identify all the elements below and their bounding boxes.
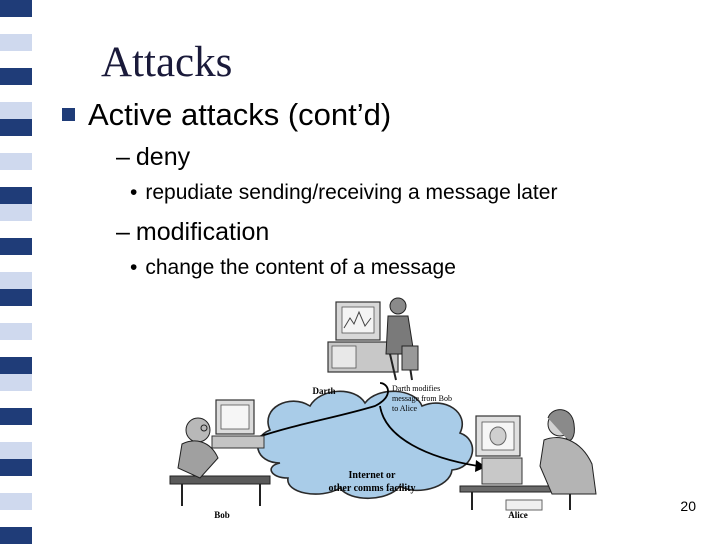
strip-block [0, 17, 32, 34]
strip-block [0, 0, 32, 17]
strip-block [0, 102, 32, 119]
strip-block [0, 153, 32, 170]
strip-block [0, 374, 32, 391]
item-modification-label: modification [135, 218, 270, 246]
strip-block [0, 85, 32, 102]
bob-label: Bob [214, 510, 230, 520]
slide-title: Attacks [101, 39, 233, 86]
strip-block [0, 408, 32, 425]
darth-note-line-1: Darth modifies [392, 384, 440, 393]
strip-block [0, 323, 32, 340]
strip-block [0, 255, 32, 272]
bullet-square-icon [62, 108, 75, 121]
strip-block [0, 289, 32, 306]
darth-figure-icon [327, 297, 419, 381]
item-deny-label: deny [135, 143, 191, 171]
strip-block [0, 136, 32, 153]
strip-block [0, 442, 32, 459]
strip-block [0, 391, 32, 408]
strip-block [0, 119, 32, 136]
bullet-dot-icon: • [130, 256, 138, 279]
internet-cloud-icon [256, 390, 474, 499]
strip-block [0, 340, 32, 357]
bullet-active-attacks: Active attacks (cont’d) [88, 97, 392, 132]
strip-block [0, 357, 32, 374]
strip-block [0, 170, 32, 187]
page-number: 20 [680, 498, 696, 514]
arrowhead-icon [475, 460, 486, 472]
alice-label: Alice [508, 510, 528, 520]
strip-block [0, 187, 32, 204]
strip-block [0, 238, 32, 255]
strip-block [0, 476, 32, 493]
dash-icon: – [116, 218, 130, 246]
bob-figure-icon [169, 399, 271, 506]
attack-illustration: Darth Darth modifies message from Bob to… [169, 297, 597, 520]
sub-item-modification-text: change the content of a message [145, 256, 456, 279]
cloud-label-line-2: other comms facility [328, 483, 415, 494]
item-modification: –modification [116, 218, 269, 247]
item-deny: –deny [116, 143, 190, 172]
dash-icon: – [116, 143, 130, 171]
bullet-dot-icon: • [130, 181, 138, 204]
darth-label: Darth [313, 386, 336, 396]
sub-item-modification: • change the content of a message [130, 256, 456, 280]
strip-block [0, 510, 32, 527]
strip-block [0, 51, 32, 68]
strip-block [0, 527, 32, 544]
alice-figure-icon [459, 409, 597, 511]
strip-block [0, 204, 32, 221]
darth-note-line-2: message from Bob [392, 394, 452, 403]
strip-block [0, 459, 32, 476]
strip-block [0, 221, 32, 238]
decorative-strip [0, 0, 32, 544]
bob-to-darth-arrow-icon [254, 382, 389, 439]
strip-block [0, 306, 32, 323]
strip-block [0, 68, 32, 85]
strip-block [0, 272, 32, 289]
sub-item-deny: • repudiate sending/receiving a message l… [130, 181, 557, 205]
sub-item-deny-text: repudiate sending/receiving a message la… [145, 181, 558, 204]
cloud-label-line-1: Internet or [349, 470, 396, 481]
strip-block [0, 425, 32, 442]
darth-note-line-3: to Alice [392, 404, 418, 413]
strip-block [0, 493, 32, 510]
darth-to-alice-arrow-icon [379, 405, 479, 467]
strip-block [0, 34, 32, 51]
